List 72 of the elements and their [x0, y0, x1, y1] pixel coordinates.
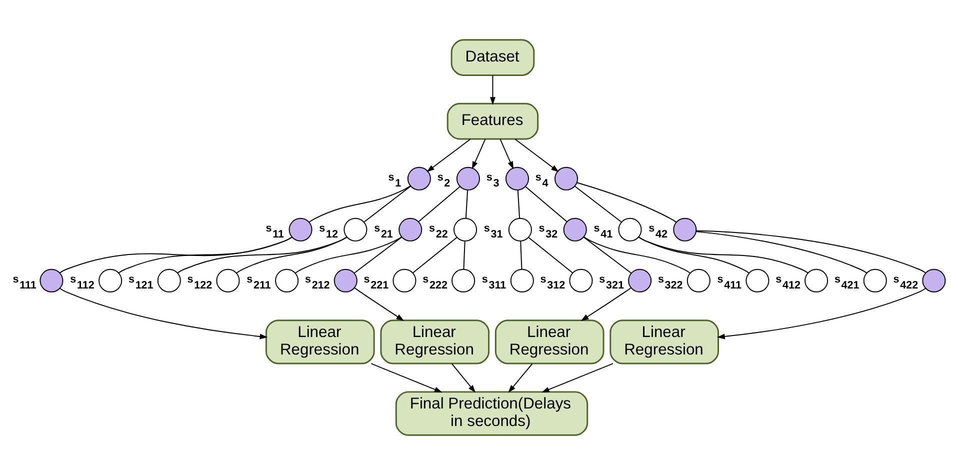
node-circle	[686, 268, 710, 292]
connector	[177, 236, 348, 273]
node-circle	[618, 217, 642, 241]
connector	[638, 236, 750, 274]
connector	[465, 189, 468, 218]
arrow	[500, 138, 514, 169]
arrow	[426, 138, 471, 172]
node-circle	[508, 217, 532, 241]
connector	[696, 230, 926, 273]
node-circle	[746, 268, 770, 292]
connector	[520, 240, 522, 270]
connector	[583, 236, 691, 274]
connector	[418, 186, 460, 222]
node-circle	[288, 217, 312, 241]
arrow	[514, 138, 559, 172]
connector	[517, 189, 520, 218]
connector	[638, 236, 808, 273]
node-circle	[628, 268, 652, 292]
node-circle	[398, 217, 422, 241]
node-circle	[275, 268, 299, 292]
connector	[412, 236, 458, 273]
node-circle	[922, 268, 946, 292]
node-circle	[40, 268, 64, 292]
arrow	[370, 362, 442, 392]
arrow	[490, 74, 496, 104]
node-circle	[863, 268, 887, 292]
arrow	[451, 362, 476, 392]
node-circle	[673, 217, 697, 241]
node-circle	[456, 166, 480, 190]
connector	[354, 236, 402, 274]
node-circle	[216, 268, 240, 292]
node-box: Final Prediction(Delays in seconds)	[395, 390, 588, 436]
node-box: Linear Regression	[266, 319, 375, 364]
connector	[525, 186, 568, 222]
node-circle	[454, 217, 478, 241]
node-circle	[452, 268, 476, 292]
connector	[363, 185, 412, 222]
node-circle	[334, 268, 358, 292]
arrow	[717, 287, 926, 339]
node-circle	[563, 217, 587, 241]
node-box: Linear Regression	[380, 319, 490, 364]
node-circle	[510, 268, 534, 292]
node-circle	[407, 166, 431, 190]
arrow	[541, 362, 614, 392]
node-box: Linear Regression	[494, 319, 604, 364]
node-box: Features	[446, 102, 539, 140]
connector	[463, 240, 466, 270]
node-box: Dataset	[450, 38, 535, 76]
arrow	[580, 287, 632, 320]
connector	[294, 236, 402, 274]
node-circle	[157, 268, 181, 292]
arrow	[508, 362, 533, 392]
node-circle	[505, 166, 529, 190]
node-circle	[569, 268, 593, 292]
connector	[574, 185, 622, 222]
connector	[308, 184, 411, 222]
connector	[528, 236, 574, 273]
connector	[576, 182, 677, 222]
node-circle	[804, 268, 828, 292]
node-circle	[392, 268, 416, 292]
connector	[59, 236, 292, 273]
connector	[696, 230, 868, 273]
node-circle	[554, 166, 578, 190]
arrow	[472, 138, 486, 169]
node-circle	[98, 268, 122, 292]
connector	[583, 236, 632, 274]
node-circle	[344, 217, 368, 241]
arrow	[59, 287, 268, 339]
connector	[118, 236, 292, 273]
node-box: Linear Regression	[610, 319, 719, 364]
arrow	[354, 287, 404, 320]
connector	[236, 236, 348, 274]
